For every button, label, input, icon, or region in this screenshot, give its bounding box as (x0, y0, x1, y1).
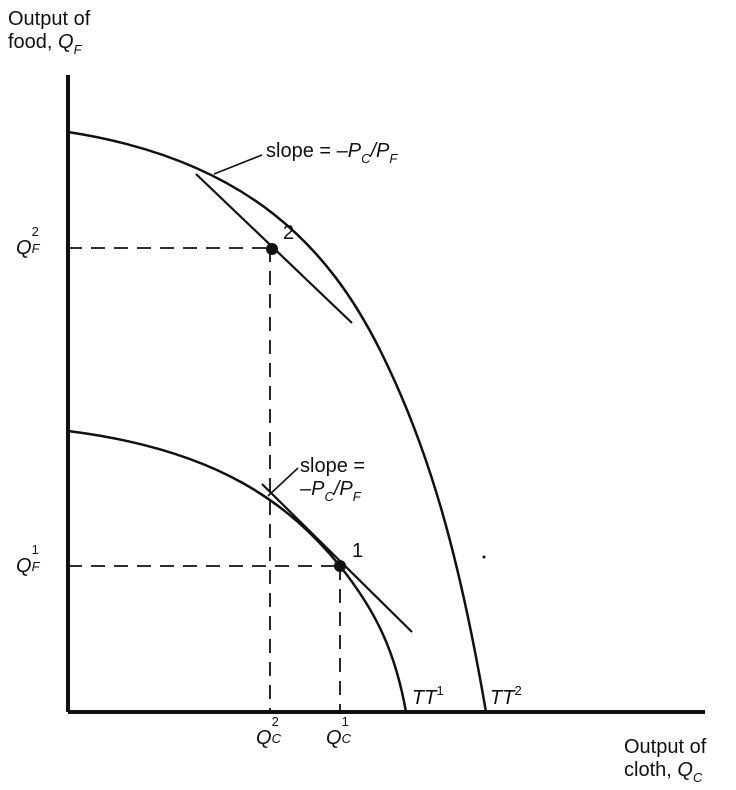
x-axis-title: Output of cloth, QC (624, 736, 706, 786)
tangent-line-1 (261, 483, 413, 633)
curve-tt1 (67, 429, 408, 713)
slope-pointer-top (213, 154, 263, 175)
point-2-label: 2 (283, 222, 295, 244)
y-axis-title: Output of food, QF (8, 8, 90, 58)
curve-tt2 (67, 130, 488, 713)
point-2 (266, 243, 278, 255)
slope-pointer-bottom (267, 467, 299, 497)
x-axis-title-line2: cloth, QC (624, 759, 703, 785)
slope-label-bottom: slope = –PC/PF (300, 455, 365, 505)
slope-label-bottom-line1: slope = (300, 455, 366, 477)
point-1 (334, 560, 346, 572)
tt2-label: TT2 (490, 683, 522, 709)
point-1-label: 1 (352, 540, 364, 562)
speck-mark (482, 555, 486, 559)
slope-label-bottom-line2: –PC/PF (300, 478, 361, 504)
tt1-label: TT1 (412, 683, 444, 709)
slope-label-top: slope = –PC/PF (266, 140, 398, 166)
y-axis-title-line2: food, QF (8, 31, 82, 57)
x-axis-title-line1: Output of (624, 736, 707, 758)
y-axis-title-line1: Output of (8, 8, 91, 30)
